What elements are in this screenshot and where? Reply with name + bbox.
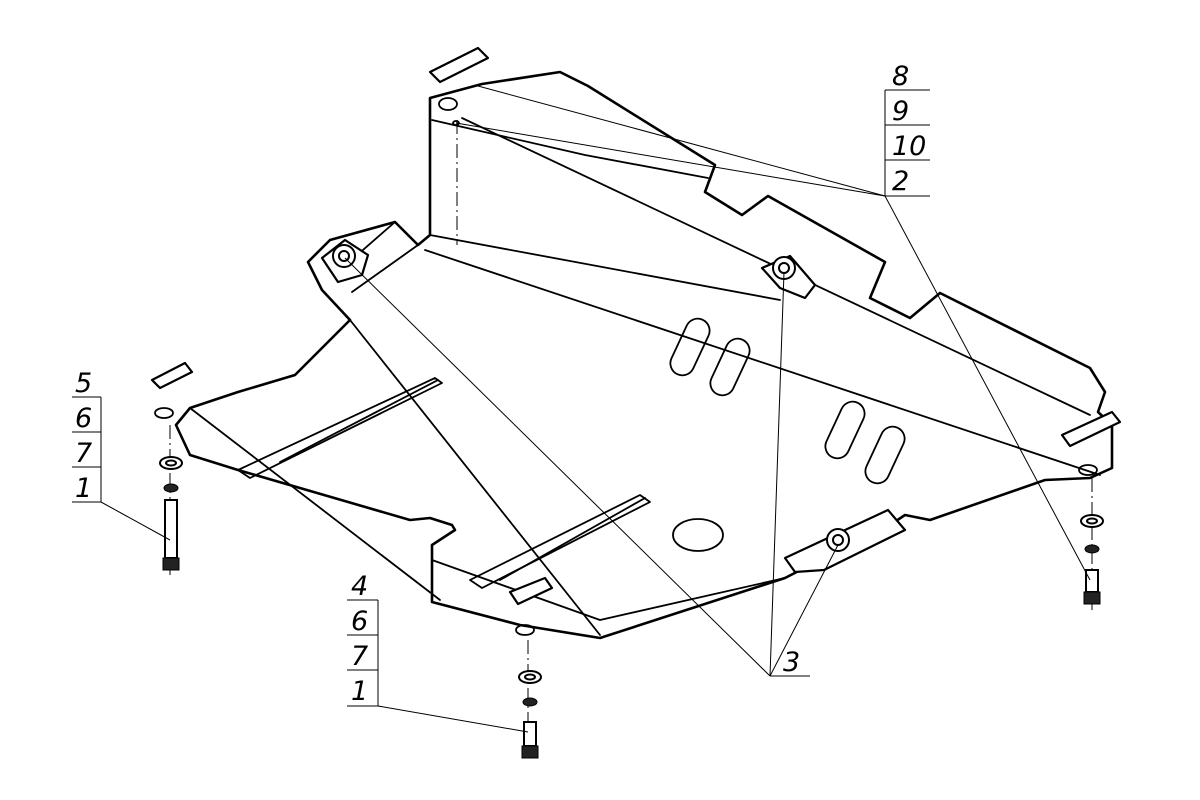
callout-left: 5 6 7 1 [72, 368, 102, 504]
fastener-right [1080, 514, 1104, 605]
plate-outline [174, 70, 1114, 640]
clamp-plate [150, 361, 194, 390]
callout-label: 3 [783, 647, 800, 678]
bottom-rib-inner [499, 497, 646, 581]
left-fold-line [349, 319, 601, 636]
callout-label: 4 [351, 571, 368, 602]
callout-label: 9 [892, 96, 909, 127]
left-rib [237, 377, 443, 479]
skid-plate [150, 46, 1122, 640]
center-fold-line [429, 234, 781, 301]
vent-slots [669, 317, 906, 485]
mount-hole-front [438, 97, 458, 111]
fastener-left [159, 456, 183, 571]
callout-label: 1 [75, 473, 92, 504]
callout-label: 6 [75, 403, 92, 434]
left-rib-inner [279, 379, 439, 463]
mount-hole-right [1078, 464, 1098, 476]
callout-label: 7 [75, 438, 92, 469]
bracket-left [320, 238, 370, 284]
callout-label: 6 [351, 606, 368, 637]
callout-top-right: 8 9 10 2 [884, 61, 930, 197]
slot [824, 400, 866, 460]
mount-hole-left [154, 407, 174, 419]
front-fold-line [431, 119, 709, 179]
bottom-rib [469, 494, 651, 589]
callout-bottom-right: 3 [770, 647, 810, 678]
leader-lines [100, 85, 1091, 733]
callout-label: 1 [351, 676, 368, 707]
slot [709, 337, 751, 397]
mount-hole-bottom [515, 624, 535, 636]
drain-hole [672, 518, 724, 552]
clamp-plate [1060, 410, 1122, 448]
center-lines [169, 120, 1093, 760]
fastener-bottom [518, 670, 542, 759]
center-mark [452, 120, 460, 126]
callout-bottom: 4 6 7 1 [347, 571, 379, 707]
rear-fold-line-1 [424, 249, 1101, 476]
clamp-plate [428, 46, 490, 84]
bottom-flange-line [431, 559, 786, 621]
callout-label: 7 [351, 641, 368, 672]
clamp-plate [508, 576, 554, 606]
slot [864, 425, 906, 485]
bracket-center [760, 254, 817, 300]
callout-label: 5 [75, 368, 92, 399]
callout-label: 2 [892, 166, 909, 197]
callout-label: 10 [892, 131, 926, 162]
slot [669, 317, 711, 377]
callout-label: 8 [892, 61, 909, 92]
left-flange-line [189, 407, 441, 601]
bracket-right [783, 508, 907, 574]
